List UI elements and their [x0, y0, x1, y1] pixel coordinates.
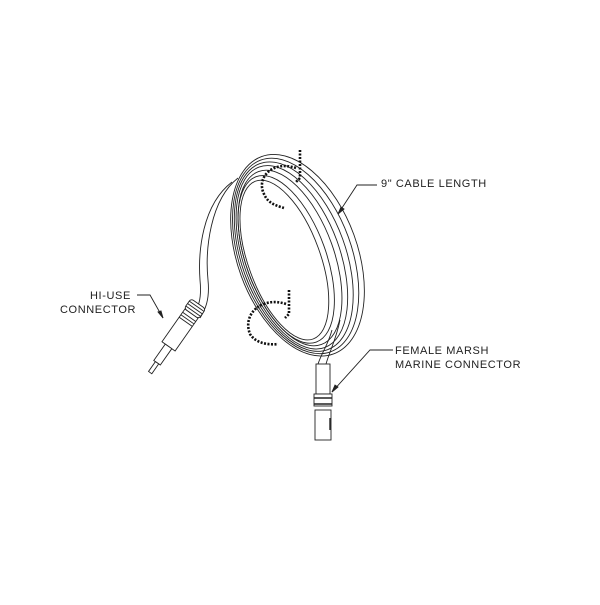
- cable-length-label: 9" CABLE LENGTH: [381, 178, 487, 190]
- hi-use-label-line1: HI-USE: [90, 290, 131, 302]
- hi-use-label-line2: CONNECTOR: [60, 304, 137, 316]
- leader-lines: [137, 184, 393, 393]
- female-marsh-label-line1: FEMALE MARSH: [395, 345, 489, 357]
- hi-use-connector: [147, 299, 205, 375]
- female-marsh-connector: [313, 363, 333, 441]
- zip-tie-bottom: [247, 290, 291, 346]
- female-marsh-label-line2: MARINE CONNECTOR: [395, 359, 522, 371]
- zip-tie-top: [260, 150, 302, 210]
- cable-coil: [230, 154, 365, 357]
